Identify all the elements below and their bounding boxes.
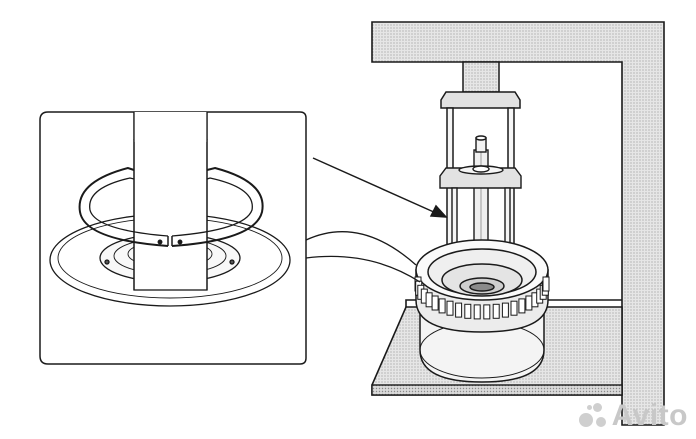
spline-tooth bbox=[446, 300, 454, 316]
spline-tooth bbox=[425, 292, 433, 308]
spline-tooth bbox=[431, 295, 439, 311]
spline-tooth bbox=[464, 303, 472, 319]
spline-tooth bbox=[542, 276, 550, 292]
spline-tooth bbox=[438, 298, 446, 314]
spline-tooth bbox=[455, 302, 463, 318]
watermark: Avito bbox=[577, 399, 688, 433]
spline-tooth bbox=[510, 300, 518, 316]
press-base bbox=[371, 384, 623, 396]
pointer-arrow bbox=[312, 157, 448, 218]
spline-tooth bbox=[518, 298, 526, 314]
spline-tooth bbox=[525, 295, 533, 311]
puller-tool bbox=[439, 135, 522, 289]
watermark-logo-icon bbox=[577, 401, 607, 431]
spline-tooth bbox=[492, 303, 500, 319]
clutch-drum bbox=[415, 239, 549, 383]
spline-tooth bbox=[483, 304, 491, 320]
detail-callout bbox=[39, 111, 421, 365]
spline-tooth bbox=[501, 302, 509, 318]
watermark-text: Avito bbox=[611, 399, 688, 432]
drum-spline-teeth bbox=[414, 276, 550, 320]
snap-ring-detail bbox=[49, 112, 291, 307]
spline-tooth bbox=[473, 304, 481, 320]
